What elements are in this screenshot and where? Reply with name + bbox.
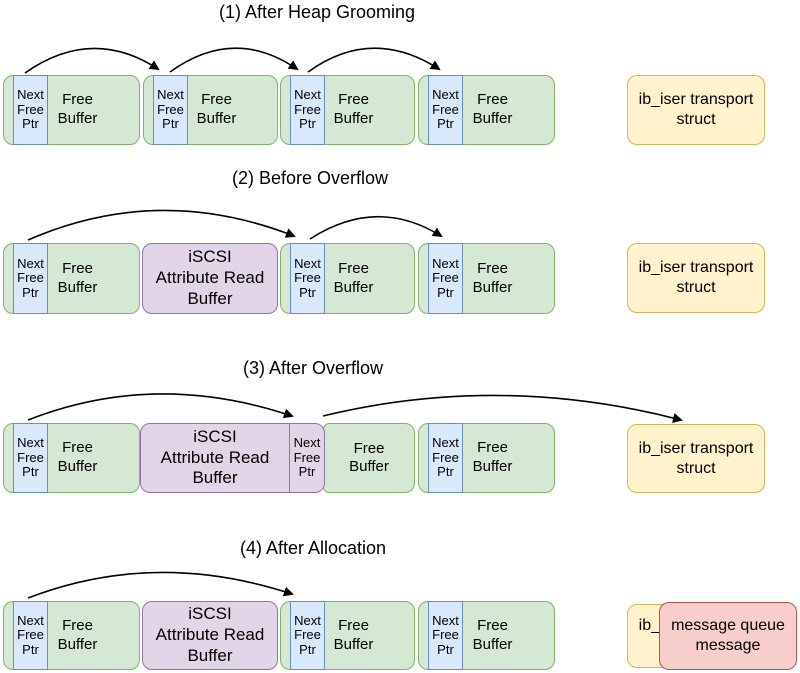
- section-4-title: (4) After Allocation: [239, 538, 387, 558]
- free-buffer-label: Free Buffer: [333, 91, 374, 127]
- free-buffer-box: Next Free Ptr Free Buffer: [280, 243, 415, 314]
- next-free-ptr-cell: Next Free Ptr: [13, 601, 48, 670]
- arrow-row1-buf3-to-buf4: [307, 47, 441, 73]
- section-1-title: (1) After Heap Grooming: [218, 2, 416, 22]
- free-buffer-box: Next Free Ptr Free Buffer: [3, 75, 140, 145]
- ib-iser-transport-box: ib_iser transport struct: [627, 424, 765, 493]
- free-buffer-box: Next Free Ptr Free Buffer: [3, 601, 140, 670]
- arrow-row3-overwritten-ptr-to-transport: [322, 394, 683, 423]
- free-buffer-box: Next Free Ptr Free Buffer: [3, 423, 140, 493]
- free-buffer-label: Free Buffer: [472, 259, 513, 296]
- section-3-title: (3) After Overflow: [242, 358, 384, 378]
- next-free-ptr-cell: Next Free Ptr: [290, 75, 325, 145]
- next-free-ptr-cell: Next Free Ptr: [13, 75, 48, 145]
- free-buffer-label: Free Buffer: [57, 439, 98, 475]
- free-buffer-box: Next Free Ptr Free Buffer: [418, 243, 555, 314]
- ib-iser-transport-box: ib_iser transport struct: [627, 75, 765, 145]
- free-buffer-label: Free Buffer: [333, 259, 374, 296]
- section-2-title: (2) Before Overflow: [231, 168, 389, 188]
- free-buffer-box: Next Free Ptr Free Buffer: [280, 75, 415, 145]
- free-buffer-label: Free Buffer: [472, 616, 513, 653]
- free-buffer-label: Free Buffer: [472, 91, 513, 127]
- free-buffer-label: Free Buffer: [472, 439, 513, 475]
- free-buffer-box: Next Free Ptr Free Buffer: [3, 243, 140, 314]
- message-queue-message-box: message queue message: [659, 602, 797, 670]
- free-buffer-box: Next Free Ptr Free Buffer: [280, 601, 415, 670]
- ib-iser-transport-box: ib_iser transport struct: [627, 243, 765, 313]
- arrow-row1-buf2-to-buf3: [169, 47, 299, 73]
- free-buffer-label: Free Buffer: [57, 91, 98, 127]
- next-free-ptr-cell: Next Free Ptr: [290, 601, 325, 670]
- next-free-ptr-cell: Next Free Ptr: [290, 243, 325, 314]
- arrow-row3-buf1-to-overwritten-ptr: [27, 393, 294, 421]
- next-free-ptr-cell: Next Free Ptr: [428, 423, 463, 493]
- iscsi-attribute-read-buffer-box: iSCSI Attribute Read Buffer: [142, 243, 278, 314]
- free-buffer-label: Free Buffer: [57, 616, 98, 653]
- free-buffer-box: Next Free Ptr Free Buffer: [143, 75, 278, 145]
- arrow-row2-buf1-to-buf3: [27, 209, 296, 241]
- free-buffer-box: Next Free Ptr Free Buffer: [418, 75, 555, 145]
- overwritten-next-free-ptr-cell: Next Free Ptr: [289, 424, 324, 492]
- free-buffer-label: Free Buffer: [196, 91, 237, 127]
- next-free-ptr-cell: Next Free Ptr: [153, 75, 188, 145]
- iscsi-buffer-label: iSCSI Attribute Read Buffer: [160, 426, 270, 488]
- free-buffer-box: Next Free Ptr Free Buffer: [418, 423, 555, 493]
- free-buffer-box: Next Free Ptr Free Buffer: [418, 601, 555, 670]
- arrow-row1-buf1-to-buf2: [24, 47, 160, 74]
- next-free-ptr-cell: Next Free Ptr: [13, 243, 48, 314]
- free-buffer-box: Free Buffer: [323, 423, 415, 493]
- free-buffer-label: Free Buffer: [333, 616, 374, 653]
- arrow-row4-buf1-to-buf3: [27, 571, 294, 599]
- next-free-ptr-cell: Next Free Ptr: [428, 601, 463, 670]
- free-buffer-label: Free Buffer: [57, 259, 98, 296]
- iscsi-attribute-read-buffer-box: iSCSI Attribute Read Buffer: [142, 601, 278, 670]
- arrow-row2-buf3-to-buf4: [309, 215, 443, 240]
- iscsi-attribute-read-buffer-box: iSCSI Attribute Read Buffer Next Free Pt…: [140, 423, 325, 493]
- next-free-ptr-cell: Next Free Ptr: [13, 423, 48, 493]
- next-free-ptr-cell: Next Free Ptr: [428, 243, 463, 314]
- next-free-ptr-cell: Next Free Ptr: [428, 75, 463, 145]
